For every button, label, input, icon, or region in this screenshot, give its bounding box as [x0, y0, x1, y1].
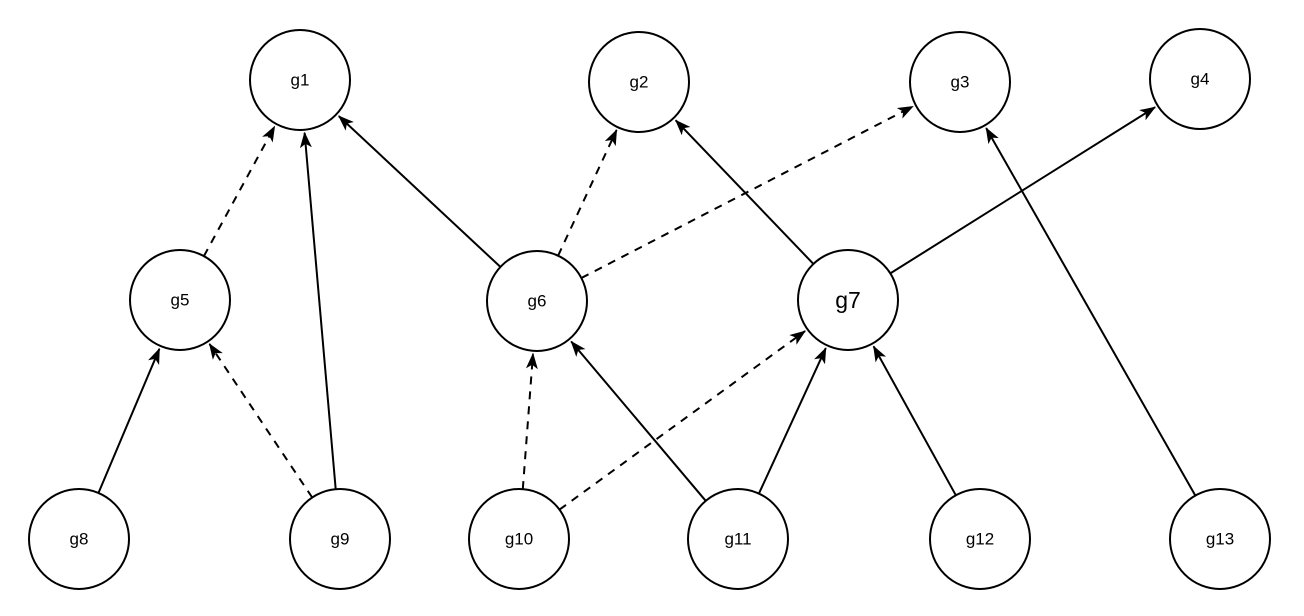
node-circle-g1: [249, 29, 351, 131]
node-label-g13: g13: [1206, 530, 1234, 549]
node-circle-g11: [687, 488, 789, 590]
node-circle-g3: [909, 31, 1011, 133]
node-g2: g2: [588, 31, 690, 133]
edge-g9-g1-solid: [299, 131, 337, 490]
node-label-g6: g6: [528, 292, 547, 311]
edge-g9-g5-dashed: [208, 343, 314, 499]
node-label-g10: g10: [505, 530, 533, 549]
node-circle-g9: [289, 488, 391, 590]
edge-g12-g7-solid: [872, 345, 957, 496]
node-circle-g4: [1149, 28, 1251, 130]
node-circle-g8: [28, 488, 130, 590]
node-g11: g11: [687, 488, 789, 590]
node-g5: g5: [129, 249, 231, 351]
node-label-g3: g3: [951, 73, 970, 92]
node-g6: g6: [486, 250, 588, 352]
edge-g10-g6-dashed: [521, 352, 538, 490]
edge-g8-g5-solid: [97, 347, 161, 494]
node-g1: g1: [249, 29, 351, 131]
node-label-g11: g11: [724, 530, 751, 549]
edge-g10-g7-dashed: [558, 330, 806, 511]
edge-g6-g1-solid: [338, 115, 502, 268]
edge-g11-g7-solid: [757, 347, 827, 495]
node-label-g1: g1: [291, 71, 310, 90]
edge-g13-g3-solid: [985, 127, 1197, 496]
node-label-g2: g2: [630, 73, 649, 92]
node-label-g5: g5: [171, 291, 190, 310]
node-circle-g7: [797, 249, 899, 351]
node-circle-g5: [129, 249, 231, 351]
node-circle-g2: [588, 31, 690, 133]
node-g4: g4: [1149, 28, 1251, 130]
node-circle-g12: [929, 488, 1031, 590]
node-g9: g9: [289, 488, 391, 590]
node-g3: g3: [909, 31, 1011, 133]
edges-layer: [97, 105, 1197, 511]
node-circle-g6: [486, 250, 588, 352]
node-g8: g8: [28, 488, 130, 590]
node-label-g12: g12: [966, 530, 994, 549]
nodes-layer: g1 g2 g3 g4 g5 g6 g7 g8 g9 g10 g11 g12 g13: [28, 28, 1271, 590]
node-g10: g10: [468, 488, 570, 590]
node-g12: g12: [929, 488, 1031, 590]
node-label-g4: g4: [1191, 70, 1210, 89]
edge-g7-g2-solid: [674, 119, 815, 265]
node-circle-g13: [1169, 488, 1271, 590]
edge-g6-g2-dashed: [557, 129, 618, 257]
edge-g5-g1-dashed: [203, 125, 276, 257]
node-circle-g10: [468, 488, 570, 590]
edge-g6-g3-dashed: [580, 105, 914, 279]
node-label-g7: g7: [835, 287, 861, 313]
edge-g11-g6-solid: [570, 340, 707, 502]
node-label-g9: g9: [331, 530, 350, 549]
node-g13: g13: [1169, 488, 1271, 590]
edge-g7-g4-solid: [889, 106, 1156, 275]
node-label-g8: g8: [70, 530, 89, 549]
node-g7: g7: [797, 249, 899, 351]
